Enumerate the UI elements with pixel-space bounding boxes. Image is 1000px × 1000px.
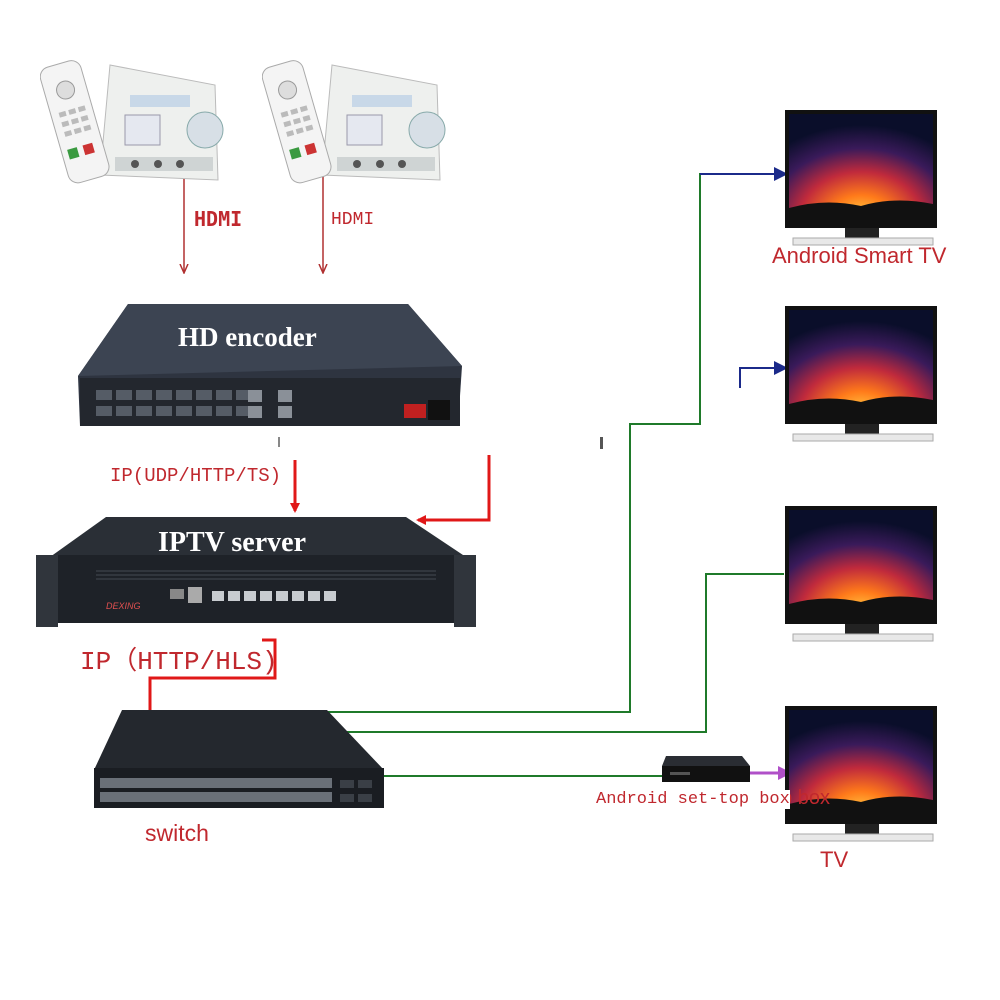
hdmi-label-1: HDMI bbox=[194, 207, 243, 231]
set-top-box-1 bbox=[39, 45, 225, 185]
android-stb-label: Android set-top box bbox=[596, 790, 790, 809]
tv-2 bbox=[785, 306, 945, 446]
android-smart-tv-label: Android Smart TV bbox=[772, 243, 947, 268]
hd-encoder: HD encoder bbox=[78, 296, 462, 436]
server-output-label: IP（HTTP/HLS) bbox=[80, 647, 278, 677]
tv-4 bbox=[785, 706, 945, 846]
server-title: IPTV server bbox=[158, 527, 306, 558]
switch-label: switch bbox=[145, 820, 209, 846]
tv-3 bbox=[785, 506, 945, 646]
encoder-title: HD encoder bbox=[178, 322, 317, 352]
set-top-box-2 bbox=[261, 45, 447, 185]
android-set-top-box bbox=[660, 752, 752, 786]
iptv-server: IPTV server DEXING bbox=[36, 515, 476, 630]
encoder-output-label: IP(UDP/HTTP/TS) bbox=[110, 465, 282, 487]
server-brand-logo: DEXING bbox=[106, 601, 141, 611]
stray-mark-2 bbox=[278, 437, 280, 447]
tv-1 bbox=[785, 110, 945, 250]
tv-label: TV bbox=[820, 847, 849, 872]
stray-mark bbox=[600, 437, 603, 449]
blue-arrow-tv-2 bbox=[739, 361, 788, 388]
feedback-arrow bbox=[416, 455, 491, 525]
hdmi-label-2: HDMI bbox=[331, 210, 375, 230]
cable-to-tv-1 bbox=[325, 173, 782, 713]
network-switch bbox=[92, 708, 392, 813]
